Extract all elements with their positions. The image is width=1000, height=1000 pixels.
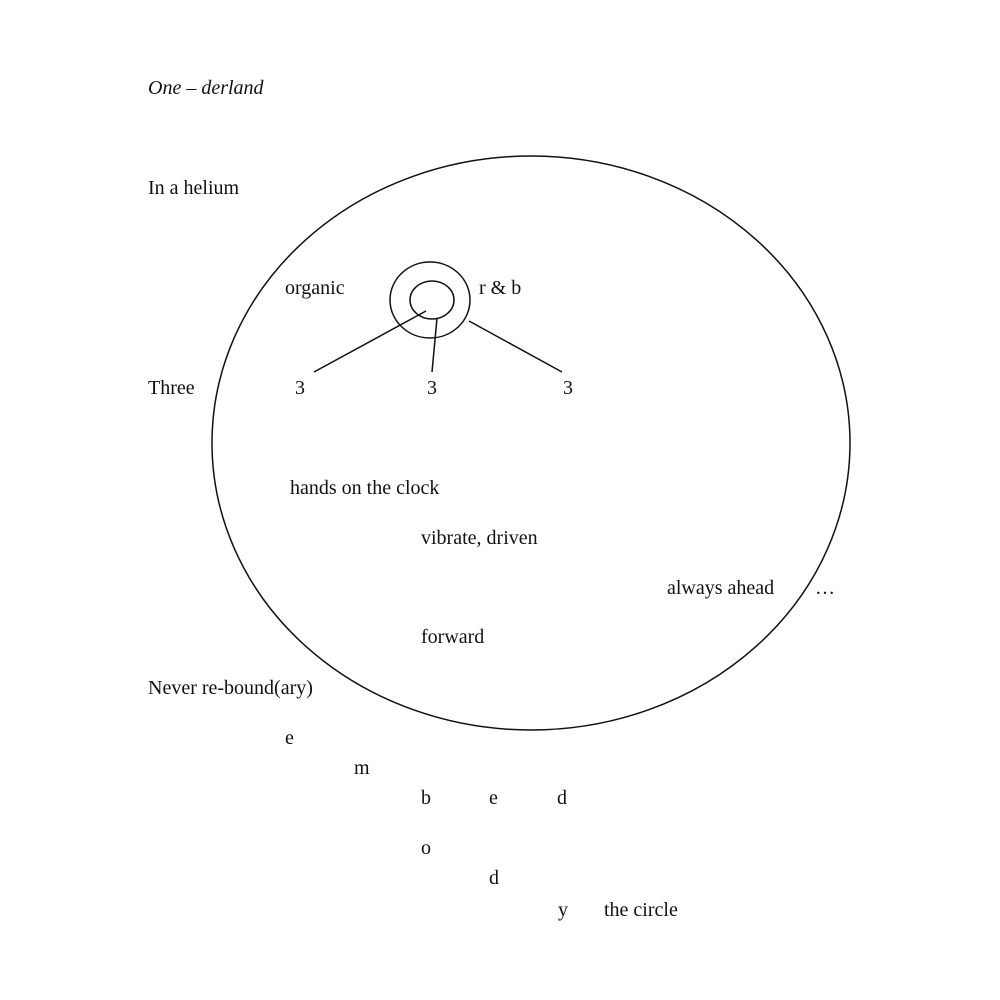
- phrase-the-circle: the circle: [604, 899, 678, 921]
- number-3-left: 3: [295, 377, 305, 399]
- letter-m: m: [354, 757, 370, 779]
- big-circle: [211, 155, 851, 731]
- word-forward: forward: [421, 626, 485, 648]
- outer-small-circle: [389, 261, 471, 339]
- letter-e-2: e: [489, 787, 498, 809]
- letter-d: d: [557, 787, 567, 809]
- letter-d-2: d: [489, 867, 499, 889]
- line-never: Never re-bound(ary): [148, 677, 313, 699]
- line-left: [313, 310, 427, 373]
- inner-small-circle: [409, 280, 455, 320]
- ellipsis: …: [815, 577, 835, 599]
- letter-e: e: [285, 727, 294, 749]
- line-helium: In a helium: [148, 177, 240, 199]
- poem-title: One – derland: [148, 77, 264, 99]
- letter-y: y: [558, 899, 568, 921]
- line-middle: [431, 317, 438, 373]
- line-hands: hands on the clock: [290, 477, 440, 499]
- word-organic: organic: [285, 277, 345, 299]
- word-three: Three: [148, 377, 195, 399]
- line-vibrate: vibrate, driven: [421, 527, 538, 549]
- number-3-right: 3: [563, 377, 573, 399]
- line-right: [468, 320, 563, 373]
- word-rb: r & b: [479, 277, 522, 299]
- line-ahead: always ahead: [667, 577, 775, 599]
- number-3-middle: 3: [427, 377, 437, 399]
- letter-b: b: [421, 787, 431, 809]
- letter-o: o: [421, 837, 431, 859]
